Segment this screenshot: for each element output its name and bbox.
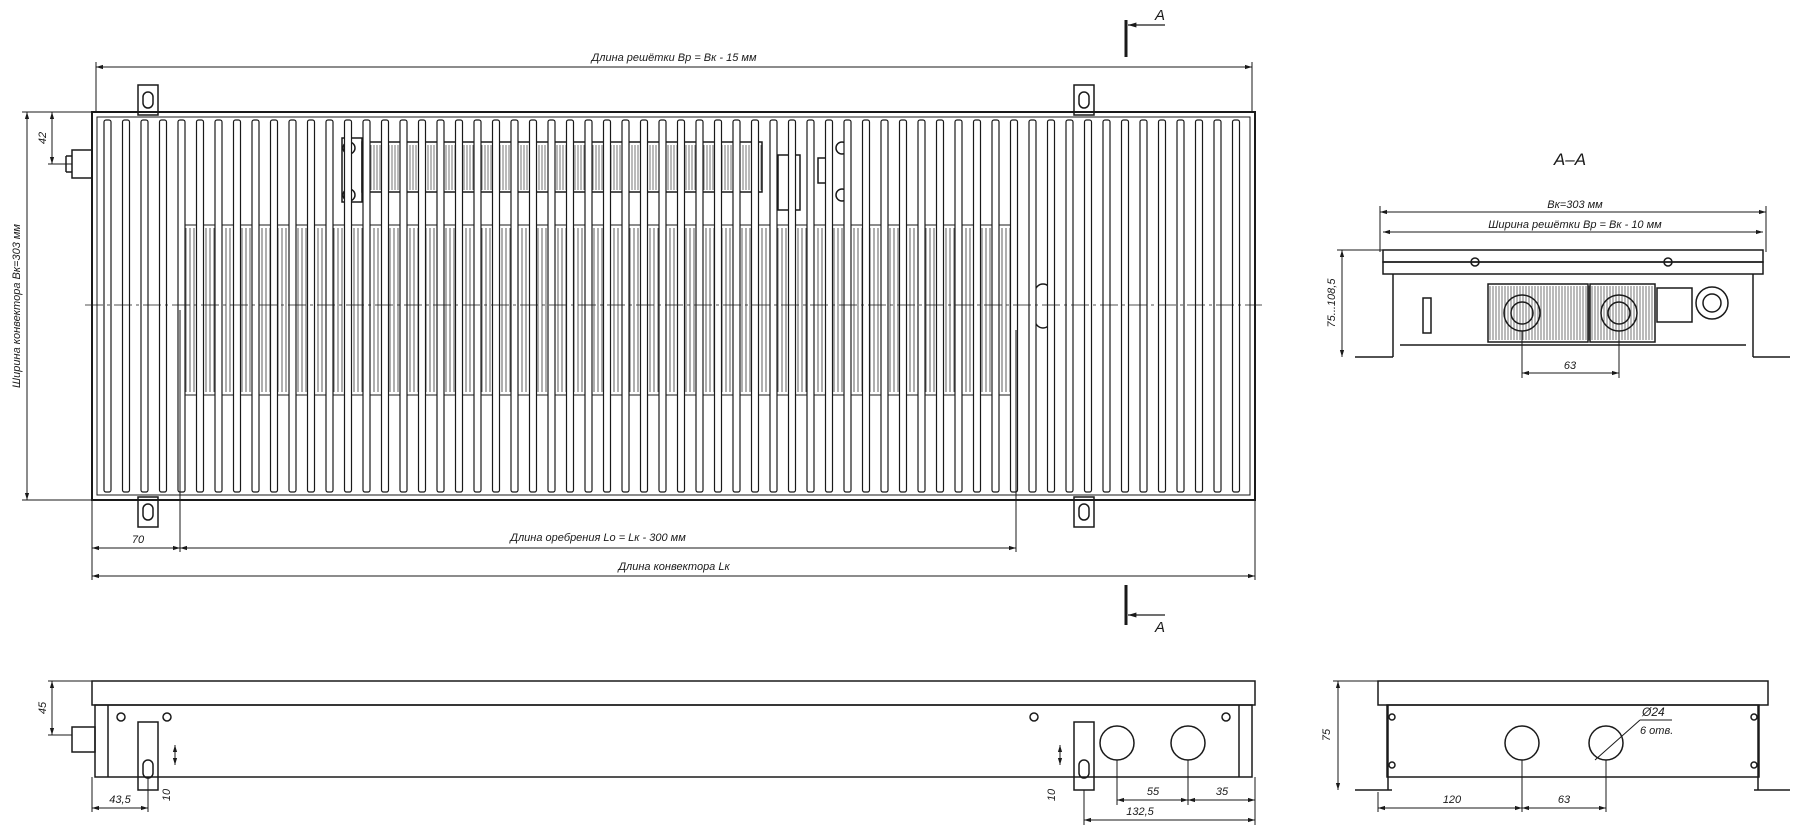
side-dim-120: 120 bbox=[1443, 794, 1462, 806]
grille-slat bbox=[713, 119, 723, 493]
section-height-label: 75...108,5 bbox=[1326, 278, 1338, 328]
grille-slat bbox=[1102, 119, 1111, 493]
grille-width-label: Ширина решётки Вр = Вк - 10 мм bbox=[1488, 219, 1662, 231]
grille-slat bbox=[491, 119, 501, 493]
grille-slat bbox=[1194, 119, 1204, 493]
grille-length-label: Длина решётки Вр = Вк - 15 мм bbox=[590, 52, 757, 64]
grille-slat bbox=[787, 119, 797, 493]
section-view: А–А Вк=303 мм Ширина решётки Вр = Вк - 1… bbox=[1326, 150, 1790, 378]
dim-70: 70 bbox=[132, 534, 145, 546]
grille-slat bbox=[1083, 119, 1093, 493]
grille-slat bbox=[306, 119, 316, 493]
grille-frame bbox=[91, 111, 1256, 501]
grille-slat bbox=[972, 119, 982, 493]
grille-slat bbox=[1213, 119, 1222, 493]
grille-slat bbox=[362, 119, 371, 493]
grille-slat bbox=[565, 119, 575, 493]
grille-slat bbox=[288, 119, 297, 493]
grille-slat bbox=[621, 119, 630, 493]
grille-slat bbox=[528, 119, 538, 493]
grille-slat bbox=[639, 119, 649, 493]
grille-slat bbox=[380, 119, 390, 493]
grille-slat bbox=[991, 119, 1000, 493]
hole-diameter: Ø24 bbox=[1641, 705, 1665, 719]
grille-slat bbox=[214, 119, 223, 493]
grille-slat bbox=[269, 119, 279, 493]
grille-slat bbox=[417, 119, 427, 493]
grille-slat bbox=[695, 119, 704, 493]
grille-slat bbox=[732, 119, 741, 493]
grille-slat bbox=[103, 119, 112, 493]
grille-slat bbox=[325, 119, 334, 493]
dim-42: 42 bbox=[37, 132, 49, 144]
grille-slat bbox=[935, 119, 945, 493]
grille-slat bbox=[121, 119, 131, 493]
grille-slat bbox=[602, 119, 612, 493]
section-mark-top: А bbox=[1124, 7, 1165, 57]
mounting-lugs bbox=[137, 84, 1095, 528]
heat-exchanger-fins bbox=[179, 145, 1017, 396]
hole-count: 6 отв. bbox=[1640, 725, 1673, 737]
grille-slat bbox=[954, 119, 963, 493]
side-dim-63: 63 bbox=[1558, 794, 1571, 806]
grille-slat bbox=[584, 119, 593, 493]
front-dim-35: 35 bbox=[1216, 786, 1229, 798]
grille-slat bbox=[658, 119, 667, 493]
front-dim-132-5: 132,5 bbox=[1126, 806, 1154, 818]
grille-slat bbox=[861, 119, 871, 493]
grille-slat bbox=[750, 119, 760, 493]
fin-length-label: Длина оребрения Lо = Lк - 300 мм bbox=[508, 532, 686, 544]
grille-slat bbox=[676, 119, 686, 493]
grille-slat bbox=[898, 119, 908, 493]
top-view: Длина решётки Вр = Вк - 15 мм Ширина кон… bbox=[11, 7, 1262, 636]
side-view: 75 Ø24 6 отв. 120 63 bbox=[1321, 680, 1790, 812]
front-dim-10-left: 10 bbox=[161, 788, 173, 801]
grille-slat bbox=[343, 119, 353, 493]
grille-slat bbox=[824, 119, 834, 493]
section-title: А–А bbox=[1553, 150, 1586, 169]
grille-slat bbox=[806, 119, 815, 493]
bk-label: Вк=303 мм bbox=[1547, 199, 1603, 211]
svg-text:А: А bbox=[1154, 7, 1165, 24]
section-dim-63: 63 bbox=[1564, 360, 1577, 372]
section-mark-bottom: А bbox=[1124, 585, 1165, 636]
grille-slat bbox=[158, 119, 168, 493]
grille-slat bbox=[769, 119, 778, 493]
grille-slat bbox=[1028, 119, 1037, 493]
front-dim-43-5: 43,5 bbox=[109, 794, 131, 806]
grille-slat bbox=[473, 119, 482, 493]
grille-inner-frame bbox=[96, 116, 1251, 496]
grille-slat bbox=[195, 119, 205, 493]
grille-slat bbox=[1176, 119, 1185, 493]
front-dim-45: 45 bbox=[37, 701, 49, 714]
grille-slat bbox=[917, 119, 926, 493]
side-dim-75: 75 bbox=[1321, 728, 1333, 741]
grille-slats bbox=[103, 119, 1241, 493]
convector-width-label: Ширина конвектора Вк=303 мм bbox=[11, 224, 23, 388]
grille-slat bbox=[1120, 119, 1130, 493]
convector-length-label: Длина конвектора Lк bbox=[616, 561, 730, 573]
grille-slat bbox=[547, 119, 556, 493]
svg-text:А: А bbox=[1154, 619, 1165, 636]
grille-slat bbox=[510, 119, 519, 493]
grille-slat bbox=[177, 119, 186, 493]
grille-slat bbox=[399, 119, 408, 493]
grille-slat bbox=[454, 119, 464, 493]
grille-slat bbox=[436, 119, 445, 493]
grille-slat bbox=[232, 119, 242, 493]
grille-slat bbox=[251, 119, 260, 493]
front-view: 45 43,5 10 10 55 35 132,5 bbox=[37, 680, 1256, 825]
front-dim-55: 55 bbox=[1147, 786, 1160, 798]
grille-slat bbox=[1065, 119, 1074, 493]
front-dim-10-right: 10 bbox=[1046, 788, 1058, 801]
grille-slat bbox=[140, 119, 149, 493]
grille-slat bbox=[1231, 119, 1241, 493]
grille-slat bbox=[1157, 119, 1167, 493]
grille-slat bbox=[1139, 119, 1148, 493]
grille-slat bbox=[1046, 119, 1056, 493]
grille-slat bbox=[843, 119, 852, 493]
grille-slat bbox=[880, 119, 889, 493]
section-fins bbox=[1489, 286, 1656, 340]
